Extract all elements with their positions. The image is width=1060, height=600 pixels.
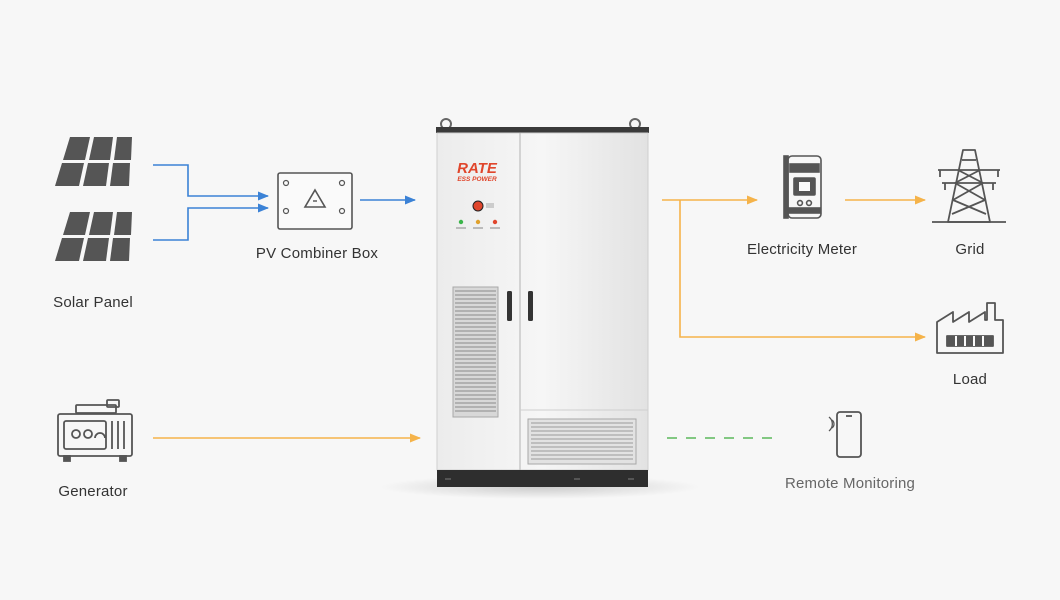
indicator-green bbox=[458, 219, 464, 225]
solar-panel-bottom-icon bbox=[55, 212, 132, 261]
brand-subtitle: ESS POWER bbox=[457, 176, 497, 183]
solar-panel-top-icon bbox=[55, 137, 132, 186]
solar-panel-icon bbox=[55, 137, 132, 261]
brand-logo: RATE bbox=[457, 160, 498, 177]
indicator-amber bbox=[475, 219, 481, 225]
pv-combiner-box-icon bbox=[277, 172, 353, 230]
emergency-stop-button bbox=[472, 200, 484, 212]
dc-lines bbox=[153, 164, 417, 241]
electricity-meter-icon bbox=[783, 155, 822, 219]
label-pv-combiner-box: PV Combiner Box bbox=[255, 245, 379, 262]
bottom-vent-louvre bbox=[527, 418, 637, 465]
ac-line-to-load bbox=[679, 200, 927, 342]
smartphone-icon bbox=[828, 411, 862, 458]
ess-cabinet: RATE ESS POWER bbox=[436, 118, 649, 487]
indicator-red bbox=[492, 219, 498, 225]
door-handle-left bbox=[507, 291, 512, 321]
factory-load-icon bbox=[936, 302, 1004, 354]
label-generator: Generator bbox=[58, 483, 128, 500]
dc-line-top bbox=[153, 164, 270, 201]
ac-lines bbox=[662, 195, 927, 342]
label-electricity-meter: Electricity Meter bbox=[746, 241, 858, 258]
grid-tower-icon bbox=[932, 149, 1006, 223]
door-handle-right bbox=[528, 291, 533, 321]
label-remote-monitoring: Remote Monitoring bbox=[784, 475, 916, 492]
label-grid: Grid bbox=[955, 241, 985, 258]
label-solar-panel: Solar Panel bbox=[53, 294, 133, 311]
generator-icon bbox=[57, 399, 133, 462]
label-load: Load bbox=[952, 371, 988, 388]
dc-line-bottom bbox=[153, 203, 270, 241]
